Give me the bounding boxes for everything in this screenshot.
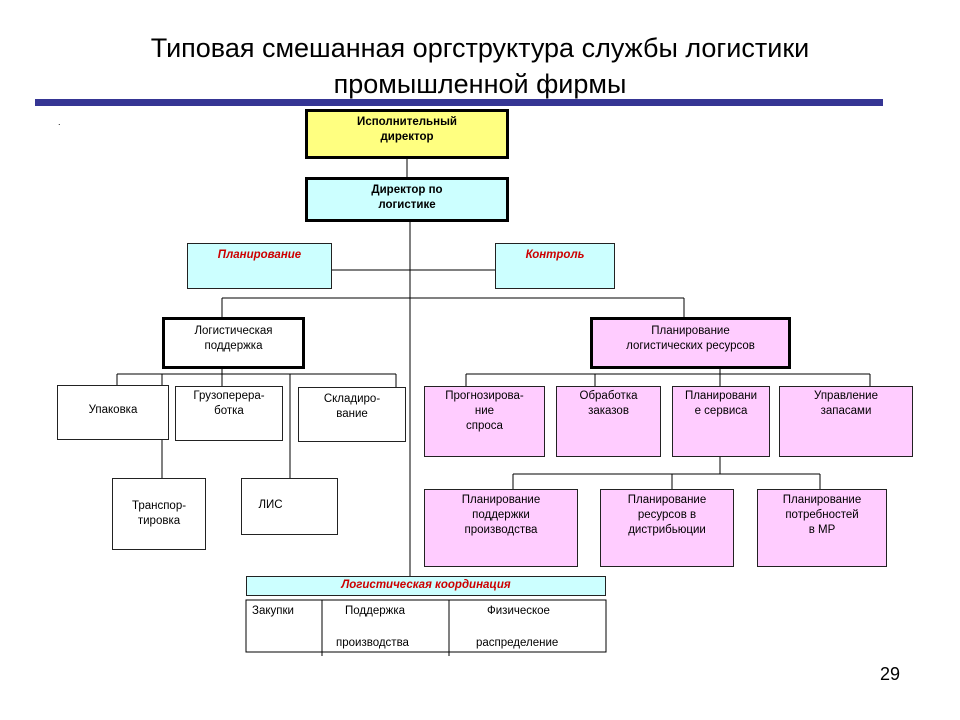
table-cell-physical-line1: Физическое bbox=[487, 605, 550, 617]
cargo-handling-box: Грузоперера- ботка bbox=[175, 386, 283, 441]
cargo-line1: Грузоперера- bbox=[193, 390, 265, 402]
prodplan-line2: поддержки bbox=[472, 509, 530, 521]
logistic-coordination-box: Логистическая координация bbox=[246, 576, 606, 596]
control-label: Контроль bbox=[525, 249, 585, 261]
slide-title-line1: Типовая смешанная оргструктура службы ло… bbox=[150, 33, 810, 63]
logsupport-line2: поддержка bbox=[204, 340, 263, 352]
transport-line1: Транспор- bbox=[131, 500, 187, 512]
table-cell-purchasing: Закупки bbox=[252, 605, 294, 617]
transportation-box: Транспор- тировка bbox=[112, 478, 206, 550]
logdir-line1: Директор по bbox=[371, 184, 443, 196]
planning-box: Планирование bbox=[187, 243, 332, 289]
prodplan-line1: Планирование bbox=[461, 494, 541, 506]
warehousing-box: Складиро- вание bbox=[298, 387, 406, 442]
stray-dot: . bbox=[58, 117, 61, 127]
distribution-resource-planning-box: Планирование ресурсов в дистрибьюции bbox=[600, 489, 734, 567]
transport-line2: тировка bbox=[137, 515, 181, 527]
logistics-director-box: Директор по логистике bbox=[305, 177, 509, 222]
storage-line2: вание bbox=[336, 408, 368, 420]
distplan-line1: Планирование bbox=[627, 494, 707, 506]
resplan-line1: Планирование bbox=[651, 325, 730, 337]
title-underline bbox=[35, 99, 883, 106]
packing-label: Упаковка bbox=[88, 404, 138, 416]
storage-line1: Складиро- bbox=[323, 393, 381, 405]
order-processing-box: Обработка заказов bbox=[556, 386, 661, 457]
inventory-line1: Управление bbox=[814, 390, 878, 402]
demand-forecast-box: Прогнозирова- ние спроса bbox=[424, 386, 545, 457]
inventory-management-box: Управление запасами bbox=[779, 386, 913, 457]
inventory-line2: запасами bbox=[820, 405, 872, 417]
forecast-line1: Прогнозирова- bbox=[445, 390, 524, 402]
coordination-table-frame bbox=[245, 599, 607, 653]
distplan-line3: дистрибьюции bbox=[628, 524, 706, 536]
service-planning-box: Планировани е сервиса bbox=[672, 386, 770, 457]
slide-title-line2: промышленной фирмы bbox=[333, 69, 627, 99]
lis-box: ЛИС bbox=[241, 478, 338, 535]
mrp-line3: в МР bbox=[808, 524, 836, 536]
packing-box: Упаковка bbox=[57, 385, 169, 440]
resplan-line2: логистических ресурсов bbox=[626, 340, 755, 352]
production-support-planning-box: Планирование поддержки производства bbox=[424, 489, 578, 567]
service-line1: Планировани bbox=[684, 390, 758, 402]
resource-planning-box: Планирование логистических ресурсов bbox=[590, 317, 791, 369]
lis-label: ЛИС bbox=[258, 499, 283, 511]
coordination-label: Логистическая координация bbox=[341, 579, 511, 591]
table-cell-physical-line2: распределение bbox=[476, 637, 559, 649]
distplan-line2: ресурсов в bbox=[637, 509, 697, 521]
table-cell-support-line1: Поддержка bbox=[345, 605, 405, 617]
logsupport-line1: Логистическая bbox=[194, 325, 273, 337]
cargo-line2: ботка bbox=[214, 405, 244, 417]
forecast-line2: ние bbox=[474, 405, 495, 417]
forecast-line3: спроса bbox=[466, 420, 503, 432]
mrp-line1: Планирование bbox=[782, 494, 862, 506]
table-cell-support-line2: производства bbox=[336, 637, 409, 649]
service-line2: е сервиса bbox=[694, 405, 748, 417]
mrp-line2: потребностей bbox=[785, 509, 859, 521]
exec-line1: Исполнительный bbox=[357, 116, 457, 128]
executive-director-box: Исполнительный директор bbox=[305, 109, 509, 159]
logdir-line2: логистике bbox=[378, 199, 436, 211]
planning-label: Планирование bbox=[217, 249, 302, 261]
exec-line2: директор bbox=[380, 131, 434, 143]
material-requirements-planning-box: Планирование потребностей в МР bbox=[757, 489, 887, 567]
logistic-support-box: Логистическая поддержка bbox=[162, 317, 305, 369]
orders-line2: заказов bbox=[588, 405, 629, 417]
orders-line1: Обработка bbox=[579, 390, 638, 402]
control-box: Контроль bbox=[495, 243, 615, 289]
page-number: 29 bbox=[880, 664, 901, 684]
prodplan-line3: производства bbox=[464, 524, 538, 536]
